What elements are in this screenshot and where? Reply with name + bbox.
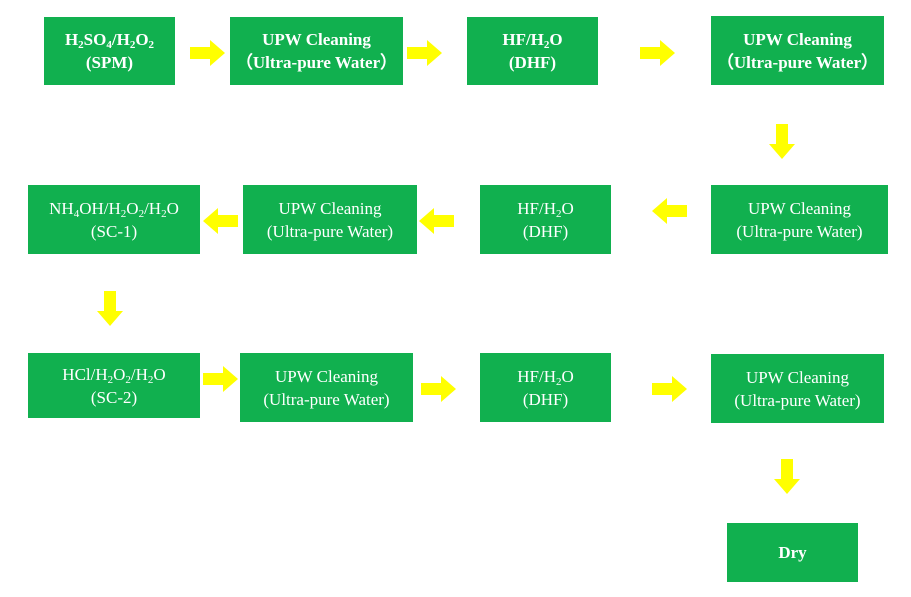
dhf-abbr-label: (DHF)	[522, 221, 569, 241]
arrow-left-icon	[419, 208, 454, 234]
upw-title-label: UPW Cleaning	[278, 198, 382, 218]
spm-step-box: H2SO4/H2O2 (SPM)	[44, 17, 175, 85]
upw-subtitle-label: （Ultra-pure Water）	[235, 53, 398, 72]
arrow-left-icon	[203, 208, 238, 234]
upw-cleaning-step-6: UPW Cleaning (Ultra-pure Water)	[711, 354, 884, 423]
arrow-right-icon	[407, 40, 442, 66]
sc2-abbr-label: (SC-2)	[90, 387, 138, 407]
dhf-step-box-2: HF/H2O (DHF)	[480, 185, 611, 254]
sc1-step-box: NH4OH/H2O2/H2O (SC-1)	[28, 185, 200, 254]
dry-step-box: Dry	[727, 523, 858, 582]
upw-subtitle-label: (Ultra-pure Water)	[736, 221, 863, 241]
arrow-down-icon	[774, 459, 800, 494]
dhf-chemical-label: HF/H2O	[517, 198, 574, 220]
dry-label: Dry	[778, 543, 807, 562]
upw-cleaning-step-4: UPW Cleaning (Ultra-pure Water)	[243, 185, 417, 254]
arrow-right-icon	[190, 40, 225, 66]
upw-title-label: UPW Cleaning	[274, 366, 379, 386]
upw-title-label: UPW Cleaning	[745, 367, 850, 387]
dhf-chemical-label: HF/H2O	[502, 30, 563, 51]
arrow-right-icon	[203, 366, 238, 392]
upw-subtitle-label: （Ultra-pure Water）	[716, 52, 879, 72]
dhf-step-box-1: HF/H2O (DHF)	[467, 17, 598, 85]
arrow-right-icon	[652, 376, 687, 402]
upw-subtitle-label: (Ultra-pure Water)	[263, 389, 390, 409]
upw-title-label: UPW Cleaning	[743, 29, 852, 49]
upw-cleaning-step-1: UPW Cleaning （Ultra-pure Water）	[230, 17, 403, 85]
sc1-chemical-label: NH4OH/H2O2/H2O	[49, 198, 179, 220]
spm-abbr-label: (SPM)	[85, 53, 134, 72]
dhf-abbr-label: (DHF)	[508, 53, 557, 72]
arrow-right-icon	[640, 40, 675, 66]
sc2-step-box: HCl/H2O2/H2O (SC-2)	[28, 353, 200, 418]
dhf-step-box-3: HF/H2O (DHF)	[480, 353, 611, 422]
upw-subtitle-label: (Ultra-pure Water)	[266, 221, 394, 241]
dhf-chemical-label: HF/H2O	[517, 366, 574, 388]
arrow-down-icon	[97, 291, 123, 326]
upw-subtitle-label: (Ultra-pure Water)	[734, 390, 861, 410]
upw-title-label: UPW Cleaning	[262, 30, 371, 49]
spm-chemical-label: H2SO4/H2O2	[64, 30, 155, 51]
arrow-right-icon	[421, 376, 456, 402]
sc1-abbr-label: (SC-1)	[90, 221, 138, 241]
upw-title-label: UPW Cleaning	[747, 198, 852, 218]
upw-cleaning-step-3: UPW Cleaning (Ultra-pure Water)	[711, 185, 888, 254]
sc2-chemical-label: HCl/H2O2/H2O	[62, 364, 166, 386]
upw-cleaning-step-5: UPW Cleaning (Ultra-pure Water)	[240, 353, 413, 422]
arrow-left-icon	[652, 198, 687, 224]
upw-cleaning-step-2: UPW Cleaning （Ultra-pure Water）	[711, 16, 884, 85]
dhf-abbr-label: (DHF)	[522, 389, 569, 409]
arrow-down-icon	[769, 124, 795, 159]
